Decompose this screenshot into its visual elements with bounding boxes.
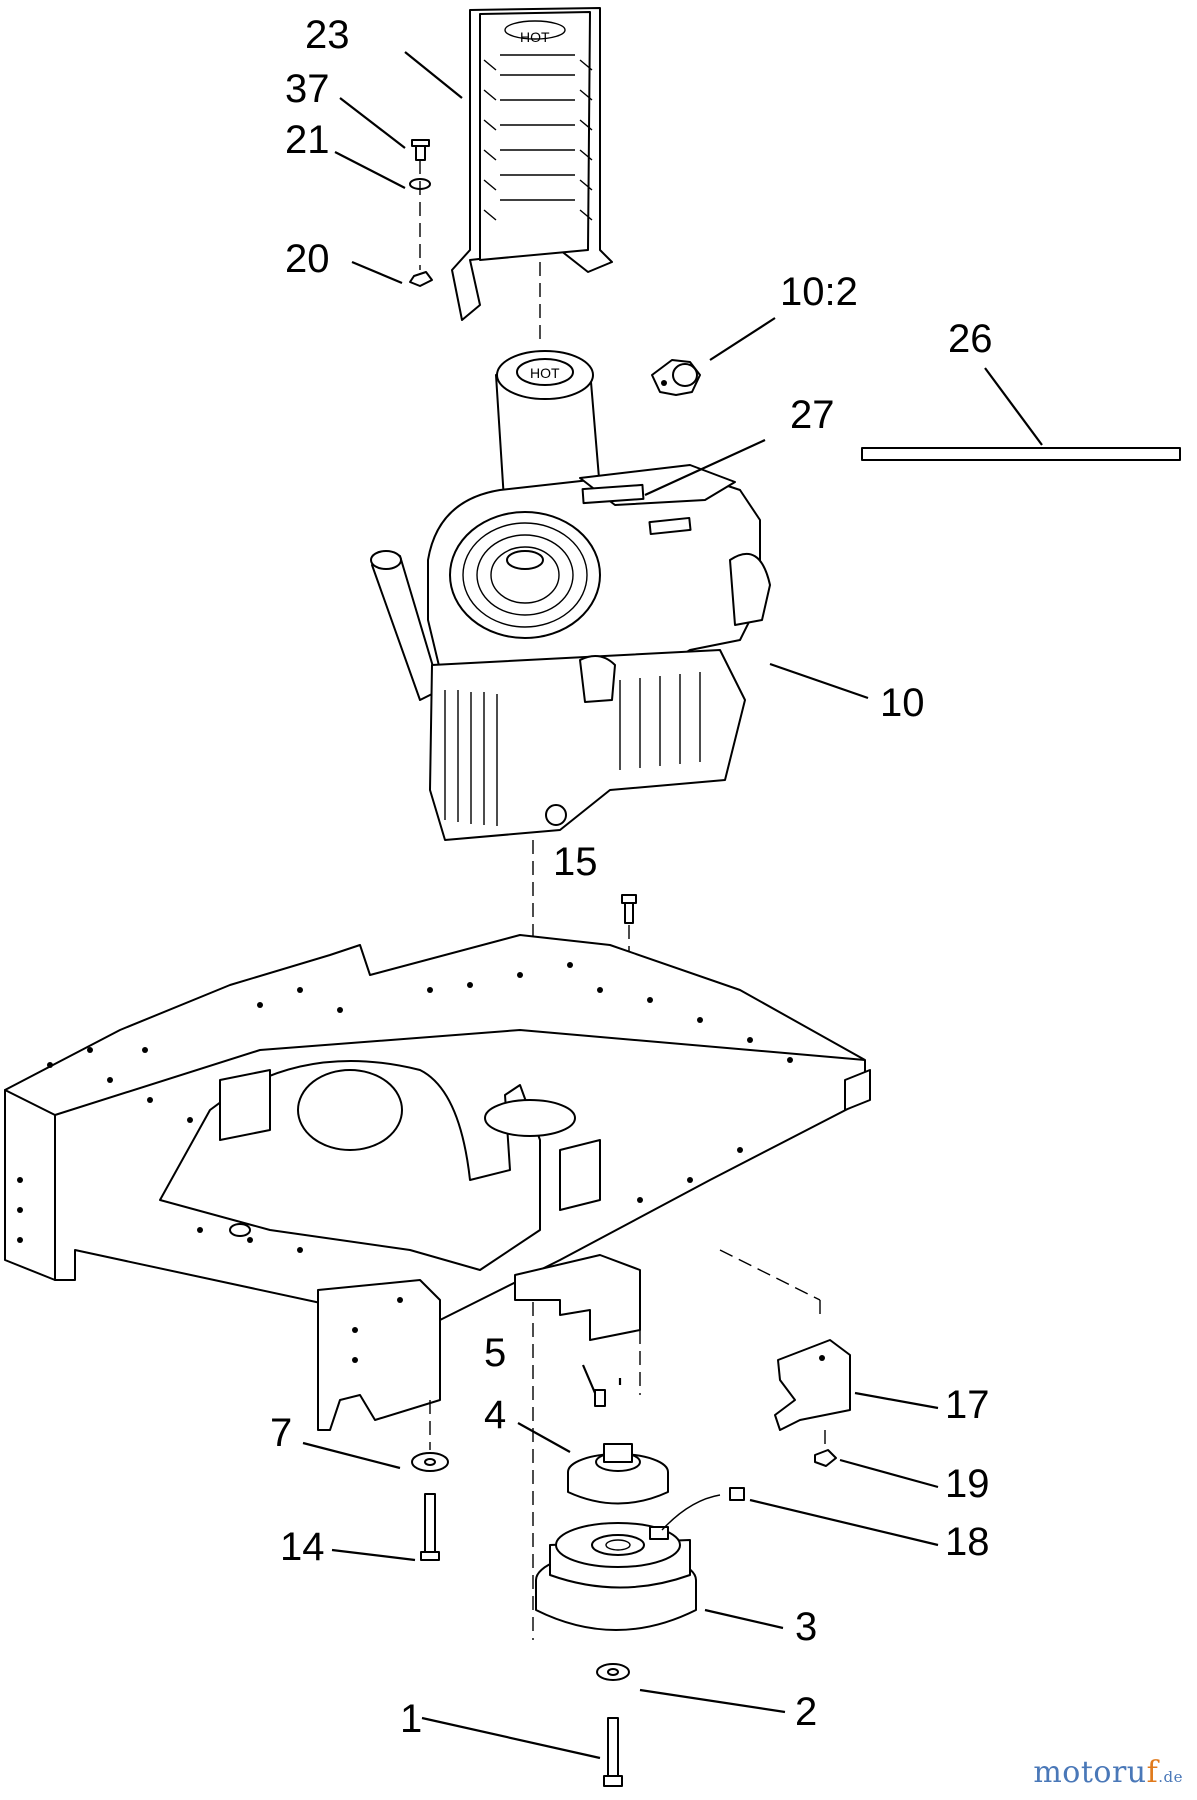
connector-18-part [729,1487,745,1501]
washer-7-part [411,1452,449,1472]
callout-26: 26 [948,317,993,361]
callout-2: 2 [795,1690,817,1734]
decal-strip-part [861,447,1181,461]
callout-20: 20 [285,237,330,281]
clamp-part [651,359,701,396]
callout-15: 15 [553,840,598,884]
bolt-15-part [621,894,637,924]
pto-clutch-part [535,1494,721,1631]
chassis-frame-part [4,934,871,1431]
callout-17: 17 [945,1383,990,1427]
callout-10: 10 [880,681,925,725]
callout-7: 7 [270,1411,292,1455]
callout-1: 1 [400,1697,422,1741]
key-5-part [594,1389,606,1407]
bolt-1-part [603,1717,623,1787]
heat-shield-part [451,7,613,321]
bolt-37-part [411,139,430,161]
callout-21: 21 [285,118,330,162]
callout-5: 5 [484,1331,506,1375]
pulley-4-part [567,1443,669,1505]
leader-lines [302,51,1043,1760]
callout-23: 23 [305,13,350,57]
shield-hot-label: HOT [520,29,550,45]
muffler-hot-label: HOT [530,365,560,381]
callout-19: 19 [945,1462,990,1506]
bolt-14-part [420,1493,440,1561]
callout-14: 14 [280,1525,325,1569]
callout-4: 4 [484,1393,506,1437]
callout-37: 37 [285,67,330,111]
washer-2-part [596,1663,630,1681]
callout-18: 18 [945,1520,990,1564]
engine-part [370,350,771,841]
watermark-main: motoru [1033,1755,1147,1790]
watermark-tld: .de [1158,1768,1183,1786]
nut-19-part [814,1449,837,1467]
callout-10-2: 10:2 [780,270,858,314]
callout-3: 3 [795,1605,817,1649]
watermark-accent: f [1146,1755,1159,1790]
motoruf-watermark: motoruf.de [1033,1755,1183,1790]
callout-27: 27 [790,393,835,437]
nut-20-part [409,271,433,287]
belt-guard-part [774,1339,851,1431]
